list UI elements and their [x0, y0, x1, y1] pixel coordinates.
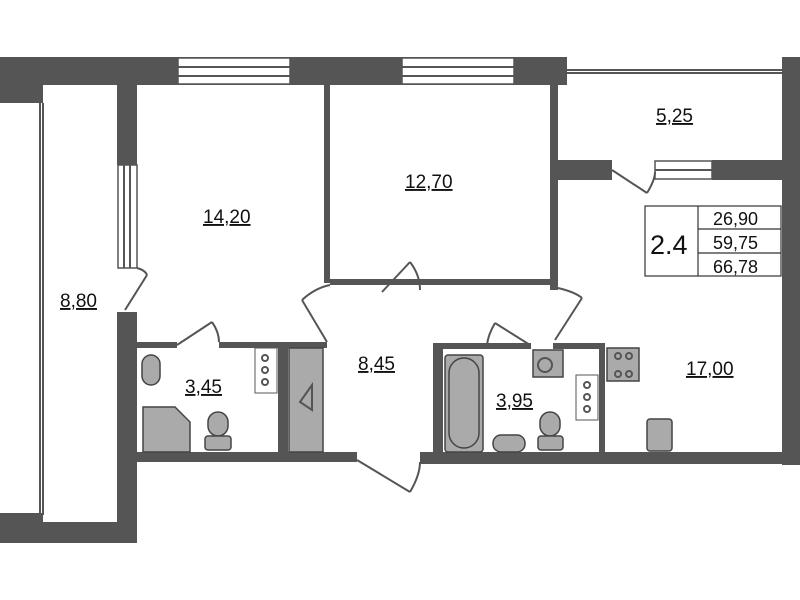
room-area-bedroom-1: 14,20 — [203, 207, 251, 228]
shower-icon — [142, 406, 191, 453]
sink-icon — [141, 354, 161, 386]
room-area-bathroom-1: 3,45 — [185, 377, 222, 398]
room-area-bathroom-2: 3,95 — [496, 391, 533, 412]
kitchen-sink-icon — [646, 418, 673, 452]
walls — [0, 57, 800, 543]
toilet-icon — [207, 411, 229, 437]
shaft-icon — [254, 347, 278, 394]
stove-icon — [606, 347, 640, 382]
toilet-icon — [539, 411, 561, 437]
windows — [39, 57, 782, 515]
room-area-bedroom-2: 12,70 — [405, 172, 453, 193]
washbasin-icon — [492, 434, 526, 453]
total-area: 59,75 — [713, 233, 758, 253]
wardrobe-icon — [288, 347, 324, 453]
living-area: 26,90 — [713, 209, 758, 229]
shaft-icon — [575, 374, 599, 421]
doors — [124, 169, 656, 493]
room-area-kitchen: 17,00 — [686, 359, 734, 380]
area-summary-table: 2.4 26,90 59,75 66,78 — [644, 205, 782, 277]
room-area-hallway: 8,45 — [358, 354, 395, 375]
hanger-icon — [298, 381, 313, 412]
apartment-type: 2.4 — [650, 230, 688, 260]
fixtures — [141, 347, 673, 453]
total-area-with-balcony: 66,78 — [713, 257, 758, 277]
room-area-loggia: 8,80 — [60, 291, 97, 312]
room-area-balcony: 5,25 — [656, 106, 693, 127]
